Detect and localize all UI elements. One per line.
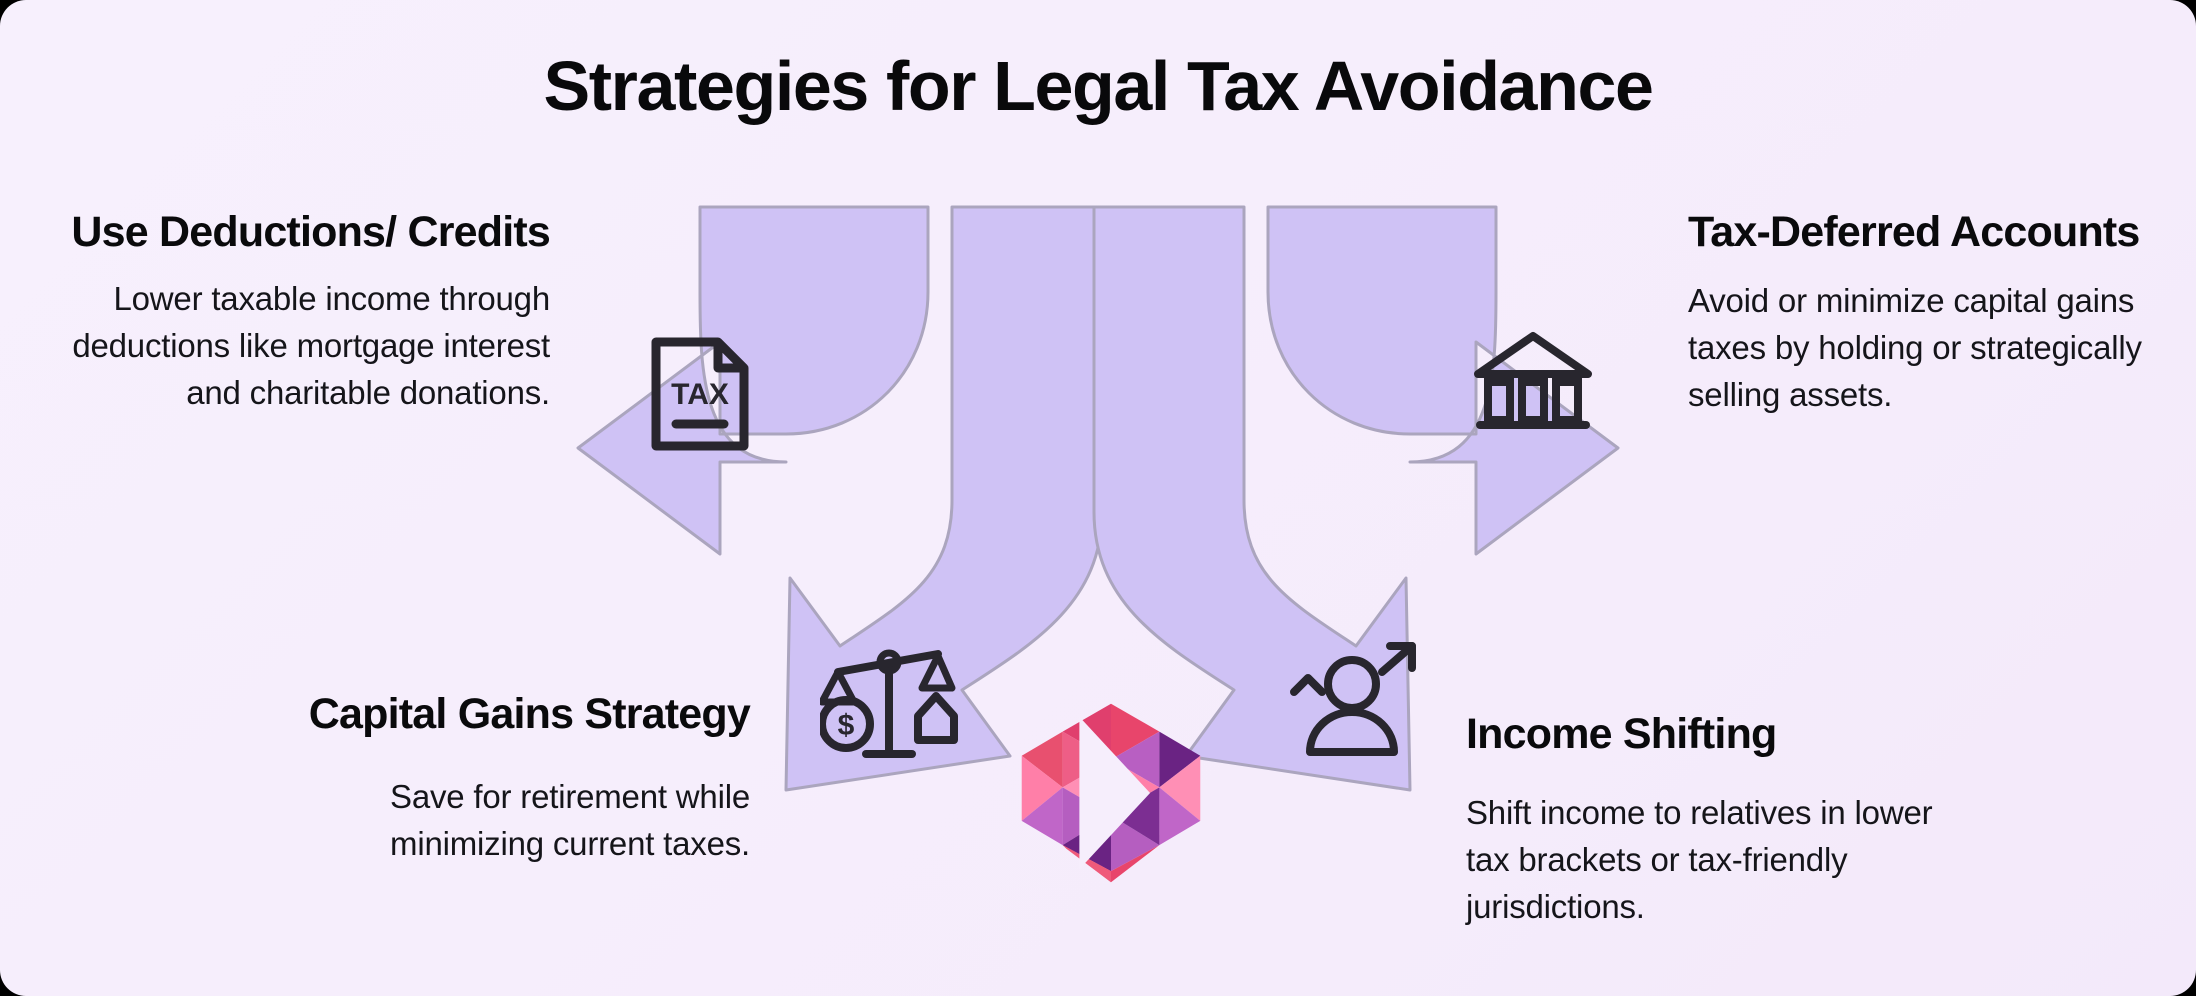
bank-icon (1470, 326, 1596, 439)
person-body (1306, 708, 1398, 756)
block-capital-gains: Capital Gains Strategy Save for retireme… (260, 688, 751, 868)
arrow-capital-gains-shape (784, 205, 1104, 792)
bank-column-3 (1552, 378, 1582, 424)
growth-arrow-head (1386, 642, 1416, 672)
scales-pan-right (918, 652, 956, 692)
block-body-income: Shift income to relatives in lower tax b… (1466, 794, 1933, 926)
block-use-deductions: Use Deductions/ Credits Lower taxable in… (70, 206, 550, 417)
balance-scales-icon: $ (818, 640, 958, 771)
block-heading-deferred: Tax-Deferred Accounts (1688, 208, 2140, 256)
tax-document-icon: TAX (648, 334, 752, 459)
arrow-income-shifting-shape (1092, 205, 1412, 792)
bank-pediment (1474, 332, 1592, 378)
bank-column-2 (1518, 378, 1548, 424)
bank-column-1 (1484, 378, 1514, 424)
block-heading-capital: Capital Gains Strategy (308, 690, 751, 738)
block-body-deductions: Lower taxable income through deductions … (72, 280, 550, 412)
block-income-shifting: Income Shifting Shift income to relative… (1466, 708, 1966, 931)
block-body-capital: Save for retirement while minimizing cur… (390, 778, 750, 863)
block-body-deferred: Avoid or minimize capital gains taxes by… (1688, 282, 2142, 414)
tax-document-label: TAX (671, 378, 729, 411)
tax-document-outline (651, 337, 749, 451)
scales-house (914, 692, 958, 744)
hexagon-logo (1021, 703, 1201, 883)
person-head (1324, 656, 1380, 712)
scales-beam (834, 650, 942, 676)
logo-negative-space (1079, 716, 1151, 870)
block-tax-deferred: Tax-Deferred Accounts Avoid or minimize … (1688, 206, 2148, 419)
chevron-up-icon (1290, 674, 1326, 696)
block-heading-deductions: Use Deductions/ Credits (71, 208, 550, 256)
block-heading-income: Income Shifting (1466, 710, 1777, 758)
scales-dollar-sign: $ (838, 709, 855, 742)
scales-coin (818, 696, 874, 752)
page-title: Strategies for Legal Tax Avoidance (543, 47, 1653, 125)
arrow-deductions-shape (576, 205, 930, 556)
tax-document-fold (713, 342, 744, 373)
person-growth-icon (1290, 640, 1420, 765)
